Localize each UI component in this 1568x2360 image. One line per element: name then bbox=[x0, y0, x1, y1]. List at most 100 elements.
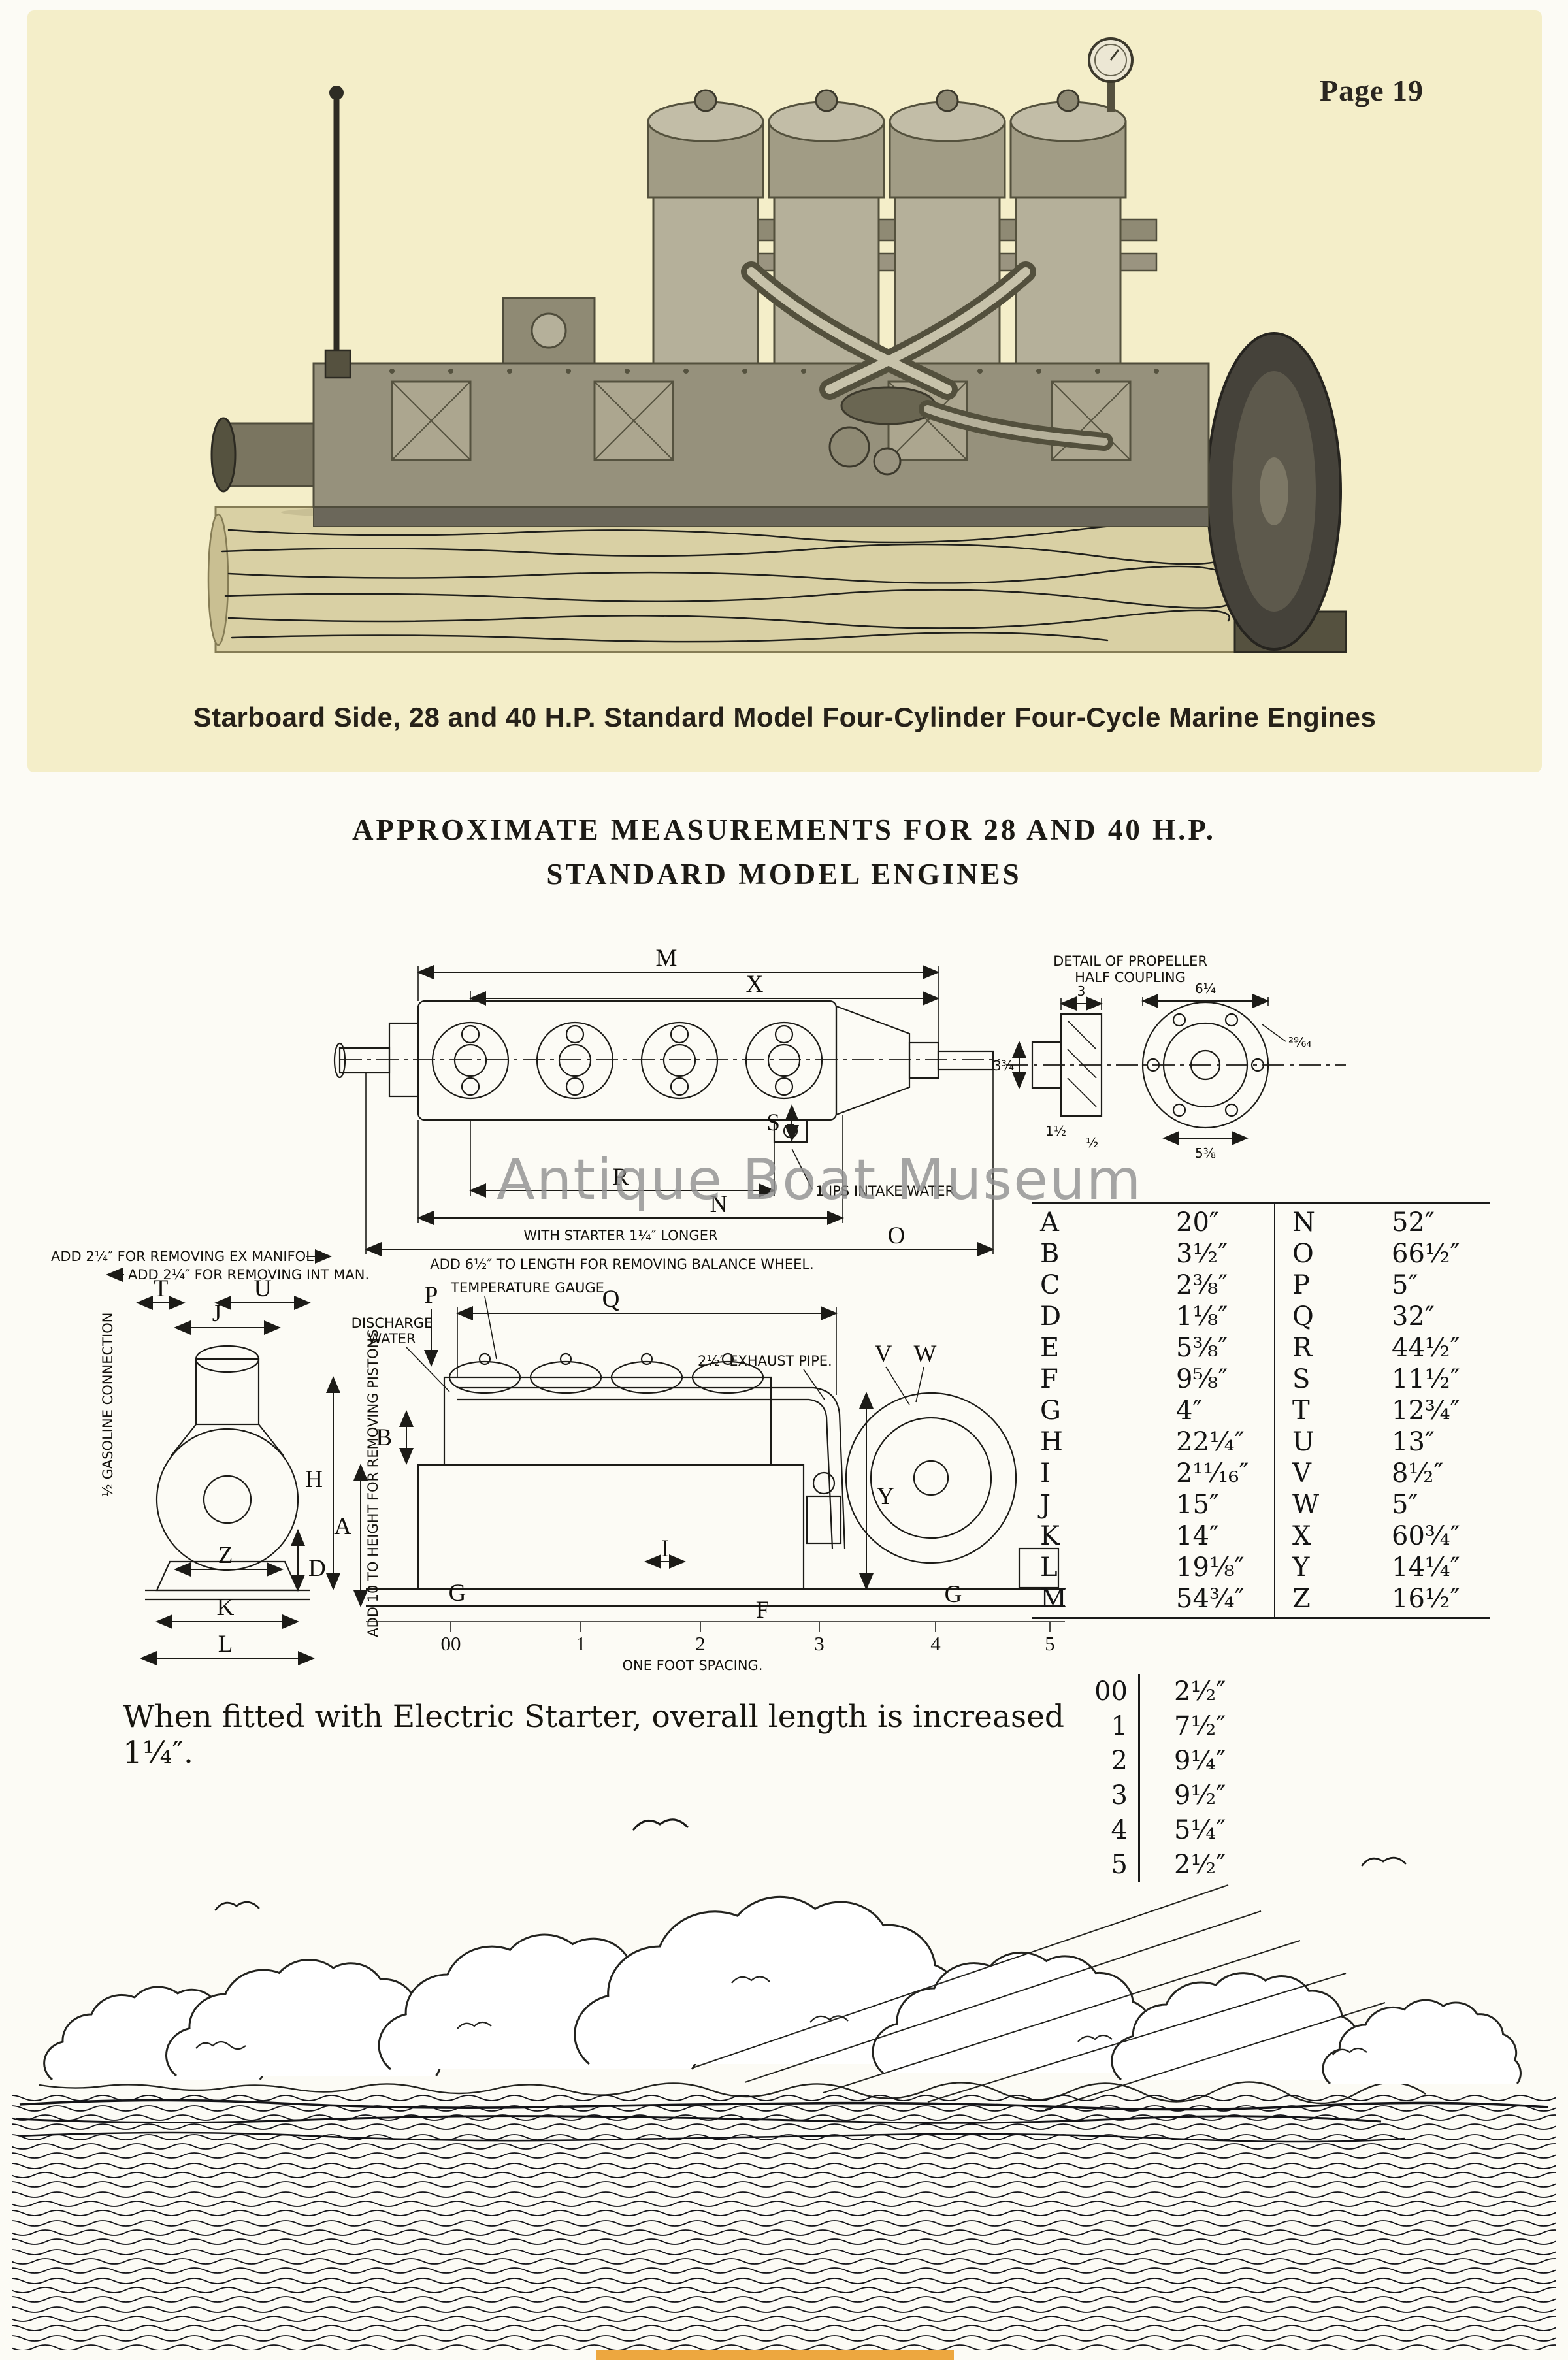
gasoline-note: ½ GASOLINE CONNECTION bbox=[100, 1313, 116, 1498]
dim-label-R: R bbox=[613, 1164, 629, 1190]
measure-letter: Y bbox=[1292, 1552, 1310, 1582]
measure-value: 1⅛″ bbox=[1176, 1302, 1228, 1332]
dim-label-O: O bbox=[888, 1222, 906, 1249]
measure-letter: Z bbox=[1292, 1584, 1311, 1614]
dim-label-B: B bbox=[376, 1424, 392, 1451]
coupling-dim-2964: ²⁹⁄₆₄ bbox=[1288, 1034, 1311, 1050]
measure-letter: N bbox=[1292, 1207, 1315, 1237]
foot-mark-1: 1 bbox=[576, 1632, 586, 1655]
coupling-dim-3: 3 bbox=[1077, 983, 1086, 999]
measure-value: 15″ bbox=[1176, 1490, 1219, 1520]
dim-label-M: M bbox=[656, 945, 678, 972]
clouds bbox=[39, 1895, 1522, 2105]
measure-letter: W bbox=[1292, 1490, 1320, 1520]
flywheel bbox=[1206, 332, 1347, 653]
wood-skid bbox=[207, 506, 1236, 653]
measure-value: 22¼″ bbox=[1176, 1427, 1245, 1457]
measure-letter: I bbox=[1040, 1458, 1051, 1488]
temperature-gauge-note: TEMPERATURE GAUGE bbox=[450, 1280, 604, 1296]
measure-value: 8½″ bbox=[1392, 1458, 1444, 1488]
bottom-tab bbox=[596, 2350, 954, 2360]
measure-value: 9⅝″ bbox=[1176, 1364, 1228, 1394]
foot-index: 00 bbox=[1078, 1674, 1140, 1709]
dim-label-Y: Y bbox=[877, 1483, 894, 1510]
dim-label-L: L bbox=[218, 1631, 233, 1658]
dim-label-W: W bbox=[914, 1341, 937, 1368]
seascape-illustration bbox=[12, 1818, 1556, 2350]
dim-label-J: J bbox=[212, 1300, 221, 1327]
measure-letter: M bbox=[1040, 1584, 1067, 1614]
starter-length-note: WITH STARTER 1¼″ LONGER bbox=[523, 1228, 717, 1243]
measure-letter: K bbox=[1040, 1521, 1060, 1551]
seagull-icons bbox=[214, 1818, 1407, 1911]
dim-label-X: X bbox=[746, 971, 764, 998]
measure-value: 16½″ bbox=[1392, 1584, 1460, 1614]
measure-letter: C bbox=[1040, 1270, 1060, 1300]
measure-value: 2¹¹⁄₁₆″ bbox=[1176, 1458, 1249, 1488]
dim-label-D: D bbox=[308, 1555, 326, 1582]
measurement-diagram: M X S R N 1 IPS INTAKE WATER O WITH STAR… bbox=[51, 945, 1346, 1673]
pressure-gauge bbox=[1088, 37, 1134, 112]
measure-letter: B bbox=[1040, 1239, 1060, 1269]
measure-letter: L bbox=[1040, 1552, 1058, 1582]
measure-letter: V bbox=[1292, 1458, 1311, 1488]
coupling-dim-12: ½ bbox=[1086, 1135, 1098, 1151]
electric-starter-note: When fitted with Electric Starter, overa… bbox=[123, 1699, 1065, 1771]
measure-letter: T bbox=[1292, 1396, 1310, 1426]
measure-value: 19⅛″ bbox=[1176, 1552, 1245, 1582]
foot-mark-5: 5 bbox=[1045, 1632, 1055, 1655]
dim-label-Z: Z bbox=[218, 1542, 233, 1569]
coupling-dim-614: 6¼ bbox=[1195, 981, 1216, 996]
intake-note: 1 IPS INTAKE WATER bbox=[815, 1183, 955, 1199]
measure-letter: S bbox=[1292, 1364, 1311, 1394]
dim-label-T: T bbox=[154, 1275, 169, 1302]
foot-mark-2: 2 bbox=[695, 1632, 706, 1655]
sea bbox=[12, 2095, 1556, 2350]
coupling-detail: DETAIL OF PROPELLER HALF COUPLING 3 6¼ ²… bbox=[993, 953, 1346, 1161]
measure-letter: X bbox=[1292, 1521, 1311, 1551]
side-view: Q P TEMPERATURE GAUGE DISCHARGE WATER B … bbox=[305, 1280, 1065, 1673]
measure-value: 32″ bbox=[1392, 1302, 1435, 1332]
foot-index: 2 bbox=[1078, 1743, 1140, 1778]
end-view: T U J Z K L D ½ GASOLINE CONNECTION bbox=[100, 1275, 326, 1665]
foot-mark-00: 00 bbox=[441, 1632, 461, 1655]
foot-value: 5¼″ bbox=[1174, 1814, 1226, 1845]
foot-index: 4 bbox=[1078, 1812, 1140, 1847]
measure-letter: R bbox=[1292, 1333, 1313, 1363]
measure-value: 13″ bbox=[1392, 1427, 1435, 1457]
manifold-notes: ADD 2¼″ FOR REMOVING EX MANIFOLD ADD 2¼″… bbox=[51, 1249, 369, 1283]
measure-value: 5″ bbox=[1392, 1270, 1418, 1300]
dim-label-F: F bbox=[756, 1597, 770, 1624]
exhaust-manifold bbox=[741, 261, 1113, 476]
measure-letter: U bbox=[1292, 1427, 1315, 1457]
measure-value: 14″ bbox=[1176, 1521, 1219, 1551]
coupling-dim-538: 5⅜ bbox=[1195, 1145, 1216, 1161]
foot-value: 9½″ bbox=[1174, 1780, 1226, 1811]
coupling-dim-334: 3¾ bbox=[993, 1058, 1014, 1073]
measure-value: 5″ bbox=[1392, 1490, 1418, 1520]
balance-wheel-note: ADD 6½″ TO LENGTH FOR REMOVING BALANCE W… bbox=[430, 1256, 813, 1272]
cylinders bbox=[647, 89, 1158, 365]
measure-letter: Q bbox=[1292, 1302, 1314, 1332]
wind-streaks bbox=[692, 1884, 1386, 2110]
dim-label-G-right: G bbox=[945, 1581, 962, 1608]
foot-value: 7½″ bbox=[1174, 1711, 1226, 1741]
measure-letter: A bbox=[1040, 1207, 1059, 1237]
page-number: Page 19 bbox=[1320, 74, 1424, 107]
foot-index: 5 bbox=[1078, 1847, 1140, 1882]
measure-value: 60¾″ bbox=[1392, 1521, 1460, 1551]
measure-value: 14¼″ bbox=[1392, 1552, 1460, 1582]
photo-caption: Starboard Side, 28 and 40 H.P. Standard … bbox=[193, 702, 1377, 732]
